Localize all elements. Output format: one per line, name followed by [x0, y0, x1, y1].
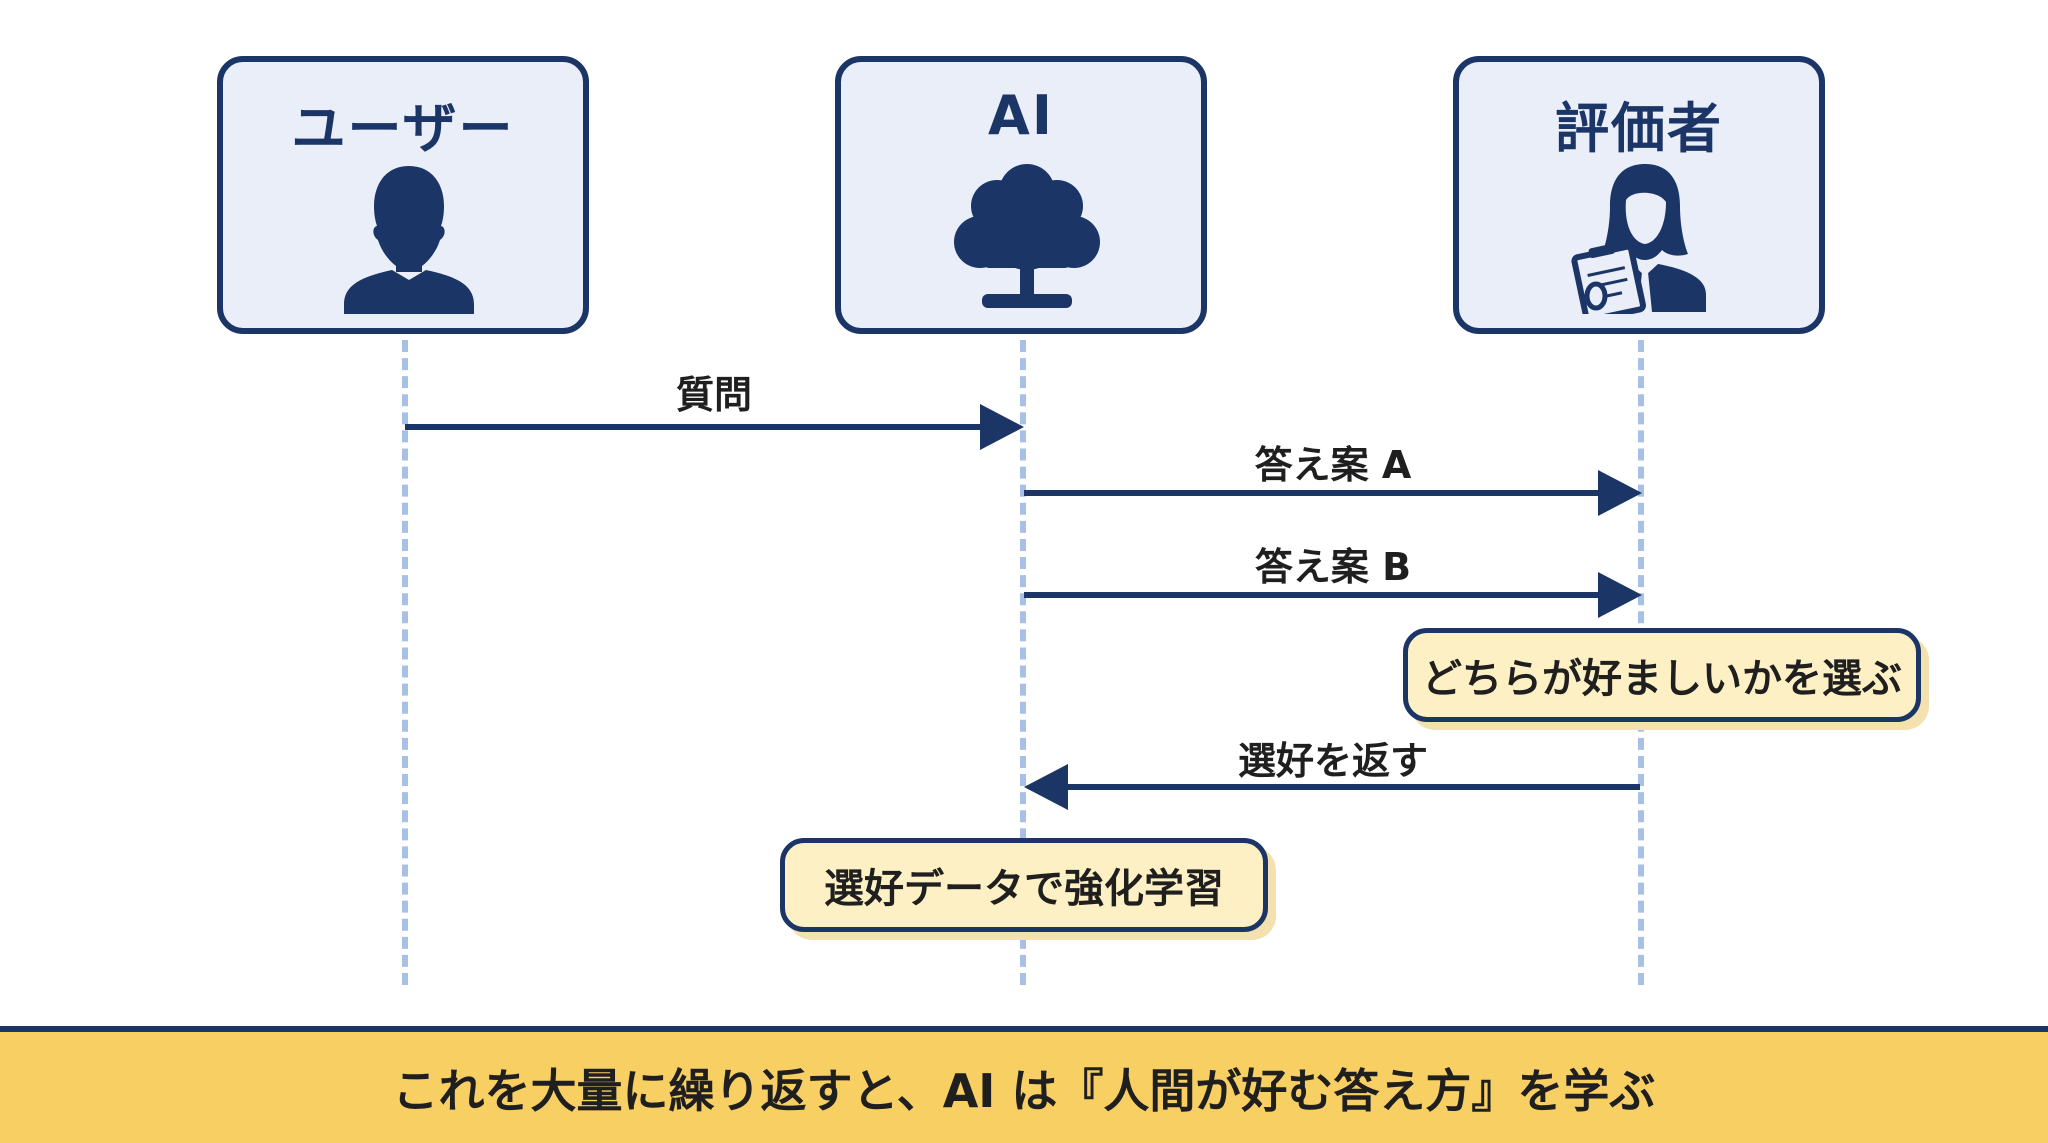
- message-label-answer-a: 答え案 A: [1254, 443, 1412, 487]
- message-label-return-preference: 選好を返す: [1237, 739, 1428, 783]
- message-label-question: 質問: [675, 373, 752, 417]
- actor-title-evaluator: 評価者: [1555, 97, 1723, 160]
- message-label-answer-b: 答え案 B: [1254, 545, 1412, 589]
- note-reinforcement-learning: 選好データで強化学習: [780, 838, 1268, 932]
- actor-box-user: ユーザー: [217, 56, 589, 334]
- tree-network-icon: [954, 164, 1100, 308]
- arrow-return-preference: [1024, 764, 1640, 810]
- lifeline-ai: [1020, 340, 1026, 985]
- actor-title-user: ユーザー: [291, 97, 515, 160]
- note-choose-preferred: どちらが好ましいかを選ぶ: [1403, 628, 1921, 722]
- footer-banner: これを大量に繰り返すと、AI は『人間が好む答え方』を学ぶ: [0, 1032, 2048, 1143]
- user-icon: [344, 166, 474, 314]
- evaluator-with-clipboard-icon: [1571, 164, 1706, 314]
- actor-box-ai: AI: [835, 56, 1207, 334]
- footer-text: これを大量に繰り返すと、AI は『人間が好む答え方』を学ぶ: [392, 1063, 1656, 1118]
- arrow-answer-a: [1024, 470, 1642, 516]
- actor-title-ai: AI: [988, 84, 1054, 147]
- arrow-question: [405, 404, 1024, 450]
- footer-divider: [0, 1026, 2048, 1032]
- arrow-answer-b: [1024, 572, 1642, 618]
- actor-box-evaluator: 評価者: [1453, 56, 1825, 334]
- lifeline-user: [402, 340, 408, 985]
